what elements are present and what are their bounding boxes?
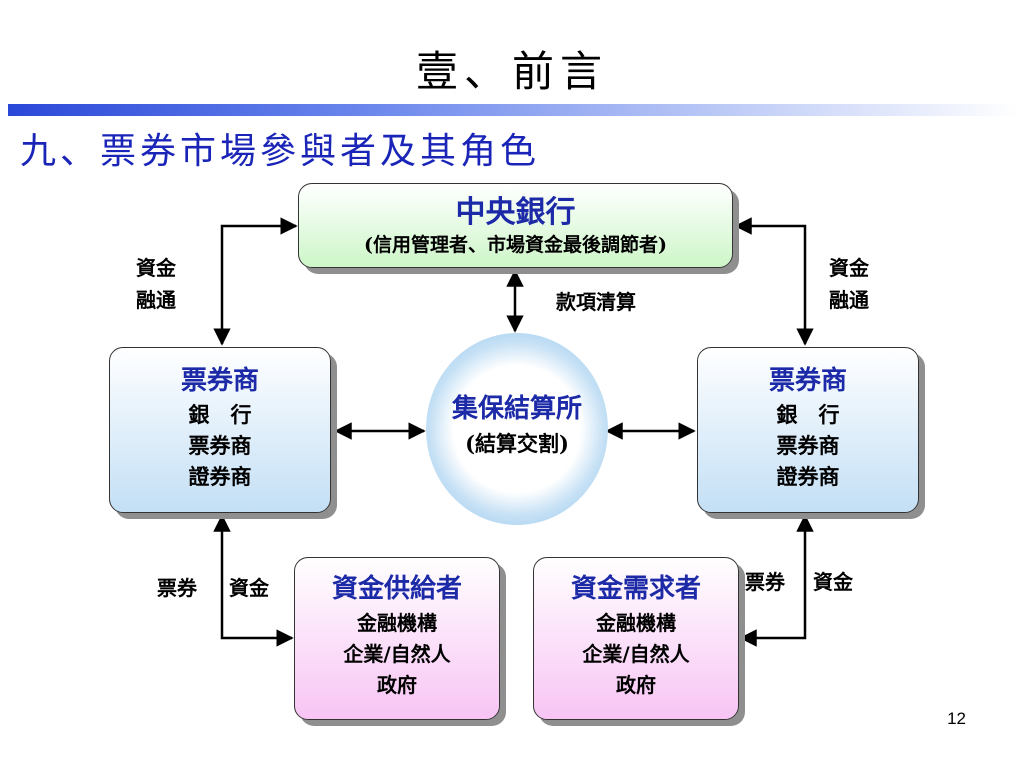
arrow-cb-left-dealer xyxy=(213,217,298,346)
fund-supplier-line: 金融機構 xyxy=(357,611,437,635)
section-heading: 九、票券市場參與者及其角色 xyxy=(20,131,541,172)
right-bills-label: 票券 xyxy=(745,570,785,594)
right-funds-label: 資金 xyxy=(813,570,853,594)
fund-supplier-box: 資金供給者 金融機構 企業/自然人 政府 xyxy=(294,557,500,720)
dealer-left-title: 票券商 xyxy=(180,366,259,396)
dealer-right-line: 票券商 xyxy=(776,433,840,458)
page-number: 12 xyxy=(947,709,966,728)
dealer-box-right: 票券商 銀 行 票券商 證券商 xyxy=(697,347,919,513)
fund-supplier-title: 資金供給者 xyxy=(331,574,462,604)
fund-demander-title: 資金需求者 xyxy=(570,574,701,604)
dealer-left-line: 證券商 xyxy=(188,464,252,489)
arrow-left-dealer-supplier xyxy=(213,514,294,647)
fund-demander-line: 企業/自然人 xyxy=(582,642,690,666)
fund-demander-box: 資金需求者 金融機構 企業/自然人 政府 xyxy=(533,557,739,720)
dealer-right-line: 證券商 xyxy=(776,464,840,489)
left-funding-label: 資金 融通 xyxy=(136,256,176,312)
arrow-cb-right-dealer xyxy=(734,217,814,346)
central-bank-title: 中央銀行 xyxy=(455,195,576,230)
dealer-box-left: 票券商 銀 行 票券商 證券商 xyxy=(109,347,331,513)
fund-demander-line: 金融機構 xyxy=(596,611,676,635)
arrow-demander-right-dealer xyxy=(739,514,814,647)
dealer-left-line: 銀 行 xyxy=(188,402,252,427)
fund-demander-line: 政府 xyxy=(616,673,656,697)
slide-title: 壹、前言 xyxy=(415,47,608,96)
clearing-house-circle: 集保結算所 (結算交割) xyxy=(426,333,608,525)
dealer-left-line: 票券商 xyxy=(188,433,252,458)
settlement-label: 款項清算 xyxy=(556,290,636,314)
title-underline xyxy=(8,104,1018,116)
fund-supplier-line: 政府 xyxy=(377,673,417,697)
clearing-house-subtitle: (結算交割) xyxy=(465,431,569,456)
fund-supplier-line: 企業/自然人 xyxy=(343,642,451,666)
right-funding-label: 資金 融通 xyxy=(829,256,869,312)
central-bank-role: (信用管理者、市場資金最後調節者) xyxy=(364,234,667,256)
dealer-right-title: 票券商 xyxy=(768,366,847,396)
central-bank-box: 中央銀行 (信用管理者、市場資金最後調節者) xyxy=(298,183,733,268)
left-bills-label: 票券 xyxy=(157,576,197,600)
left-funds-label: 資金 xyxy=(229,576,269,600)
clearing-house-title: 集保結算所 xyxy=(451,394,582,424)
dealer-right-line: 銀 行 xyxy=(776,402,840,427)
